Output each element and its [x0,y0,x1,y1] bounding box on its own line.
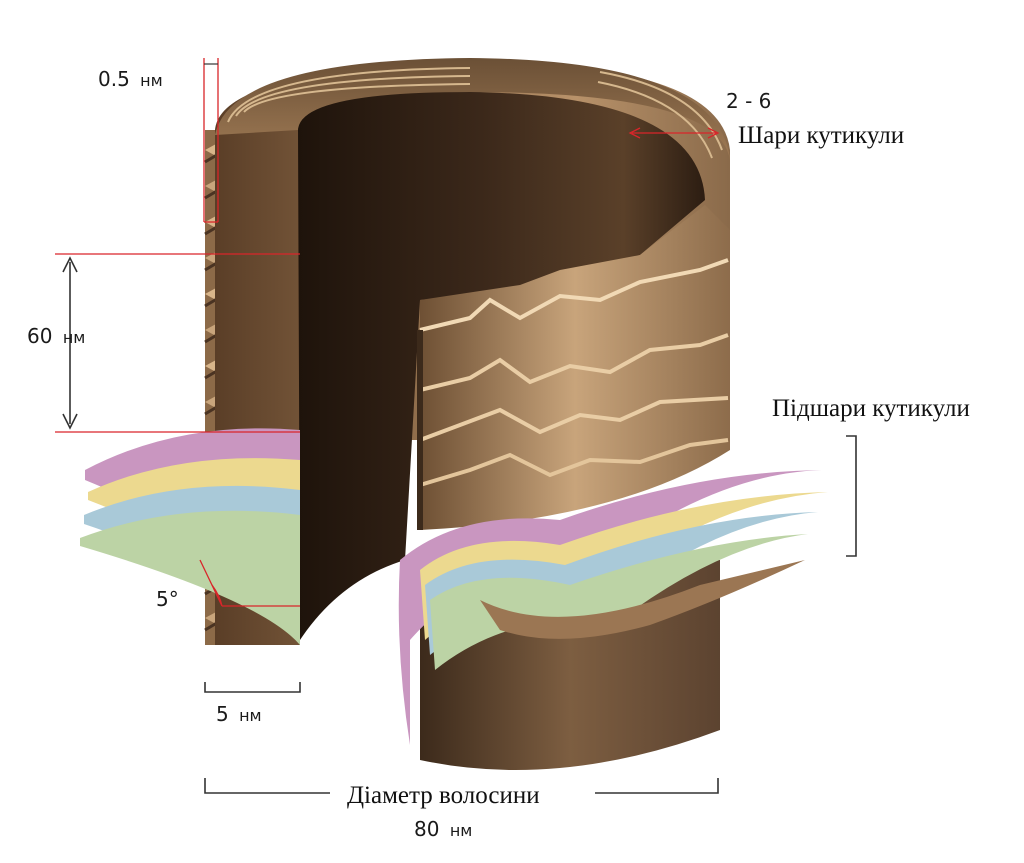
angle-value-label: 5° [156,587,179,611]
hair-cylinder-interior [298,92,705,640]
cuticle-sublayers [80,428,830,745]
cuticle-layer-band [417,205,730,530]
spacing-value-label: 60 нм [27,324,85,348]
cuticle-layers-count-label: 2 - 6 [726,89,771,113]
cuticle-layers-label: Шари кутикули [738,122,904,149]
hair-diameter-value-label: 80 нм [414,817,472,841]
cuticle-sublayers-label: Підшари кутикули [772,395,970,422]
hair-diameter-label: Діаметр волосини [347,782,540,809]
dimension-lines [55,58,857,794]
width-value-label: 5 нм [216,702,262,726]
thickness-value-label: 0.5 нм [98,67,163,91]
